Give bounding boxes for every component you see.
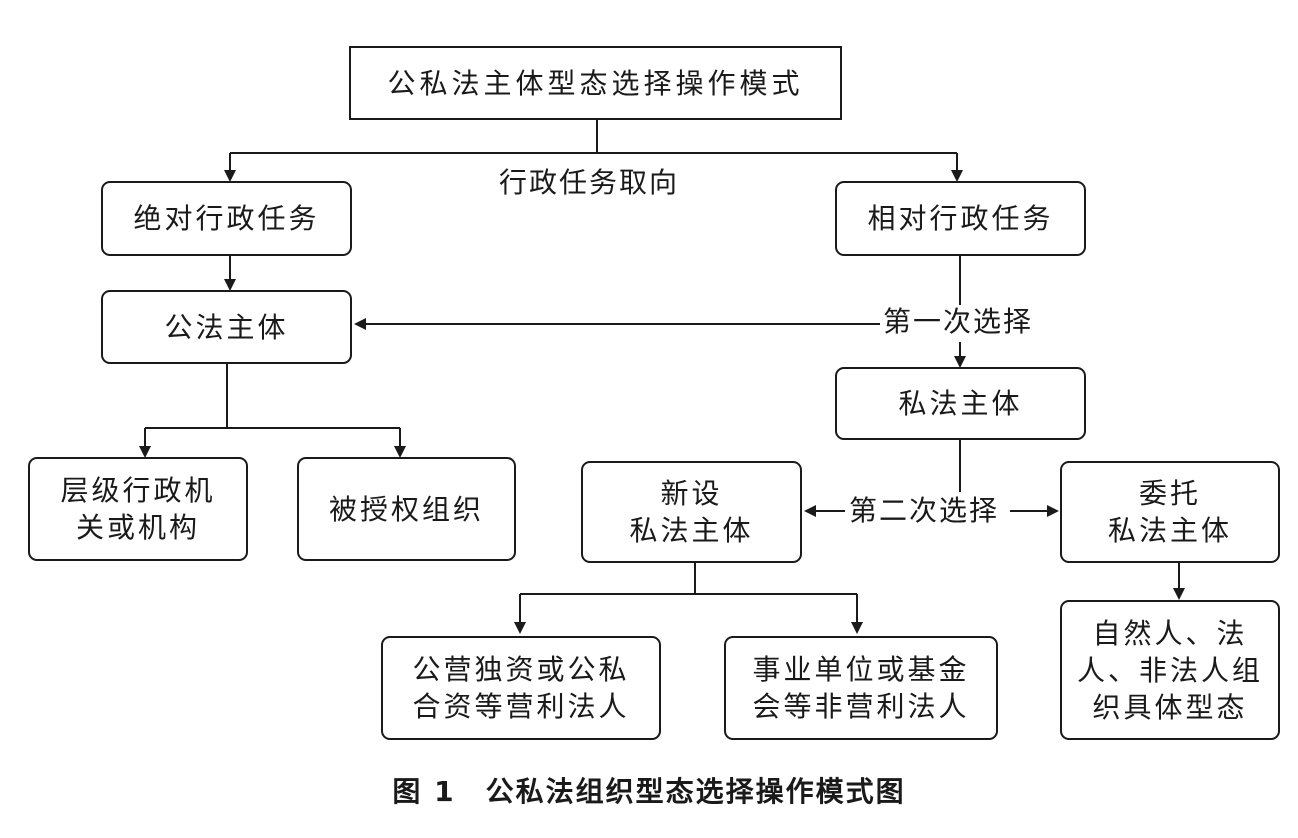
- new-private-subject-node: 新设 私法主体: [581, 461, 802, 563]
- relative-task-node: 相对行政任务: [835, 181, 1086, 256]
- new-private-line-2: 私法主体: [629, 514, 754, 547]
- hierarchical-agency-node: 层级行政机 关或机构: [28, 457, 248, 561]
- title-box: 公私法主体型态选择操作模式: [349, 46, 842, 120]
- non-profit-line-2: 会等非营利法人: [752, 690, 970, 723]
- for-profit-line-1: 公营独资或公私: [412, 653, 630, 686]
- public-subject-text: 公法主体: [164, 310, 289, 344]
- non-profit-node: 事业单位或基金 会等非营利法人: [724, 636, 998, 740]
- orientation-label: 行政任务取向: [496, 166, 683, 200]
- natural-persons-node: 自然人、法 人、非法人组 织具体型态: [1060, 600, 1280, 740]
- first-choice-label: 第一次选择: [880, 305, 1037, 339]
- absolute-task-text: 绝对行政任务: [133, 202, 320, 235]
- second-choice-label: 第二次选择: [846, 494, 1003, 528]
- entrusted-private-subject-node: 委托 私法主体: [1060, 461, 1280, 563]
- entrusted-private-line-2: 私法主体: [1107, 514, 1232, 547]
- hierarchical-agency-line-2: 关或机构: [75, 511, 200, 544]
- public-subject-node: 公法主体: [101, 290, 352, 364]
- for-profit-line-2: 合资等营利法人: [412, 690, 630, 723]
- authorized-org-text: 被授权组织: [328, 492, 484, 526]
- natural-persons-line-2: 人、非法人组: [1076, 653, 1263, 687]
- relative-task-text: 相对行政任务: [867, 202, 1054, 235]
- entrusted-private-line-1: 委托: [1138, 477, 1201, 510]
- authorized-org-node: 被授权组织: [297, 457, 516, 561]
- figure-caption: 图 1 公私法组织型态选择操作模式图: [392, 775, 906, 808]
- title-box-text: 公私法主体型态选择操作模式: [387, 66, 804, 100]
- for-profit-node: 公营独资或公私 合资等营利法人: [381, 636, 661, 740]
- hierarchical-agency-line-1: 层级行政机: [60, 474, 216, 507]
- private-subject-text: 私法主体: [898, 387, 1023, 420]
- private-subject-node: 私法主体: [835, 367, 1086, 440]
- non-profit-line-1: 事业单位或基金: [752, 653, 970, 686]
- natural-persons-line-1: 自然人、法: [1092, 616, 1248, 650]
- new-private-line-1: 新设: [660, 477, 723, 510]
- absolute-task-node: 绝对行政任务: [101, 181, 352, 256]
- natural-persons-line-3: 织具体型态: [1092, 690, 1248, 724]
